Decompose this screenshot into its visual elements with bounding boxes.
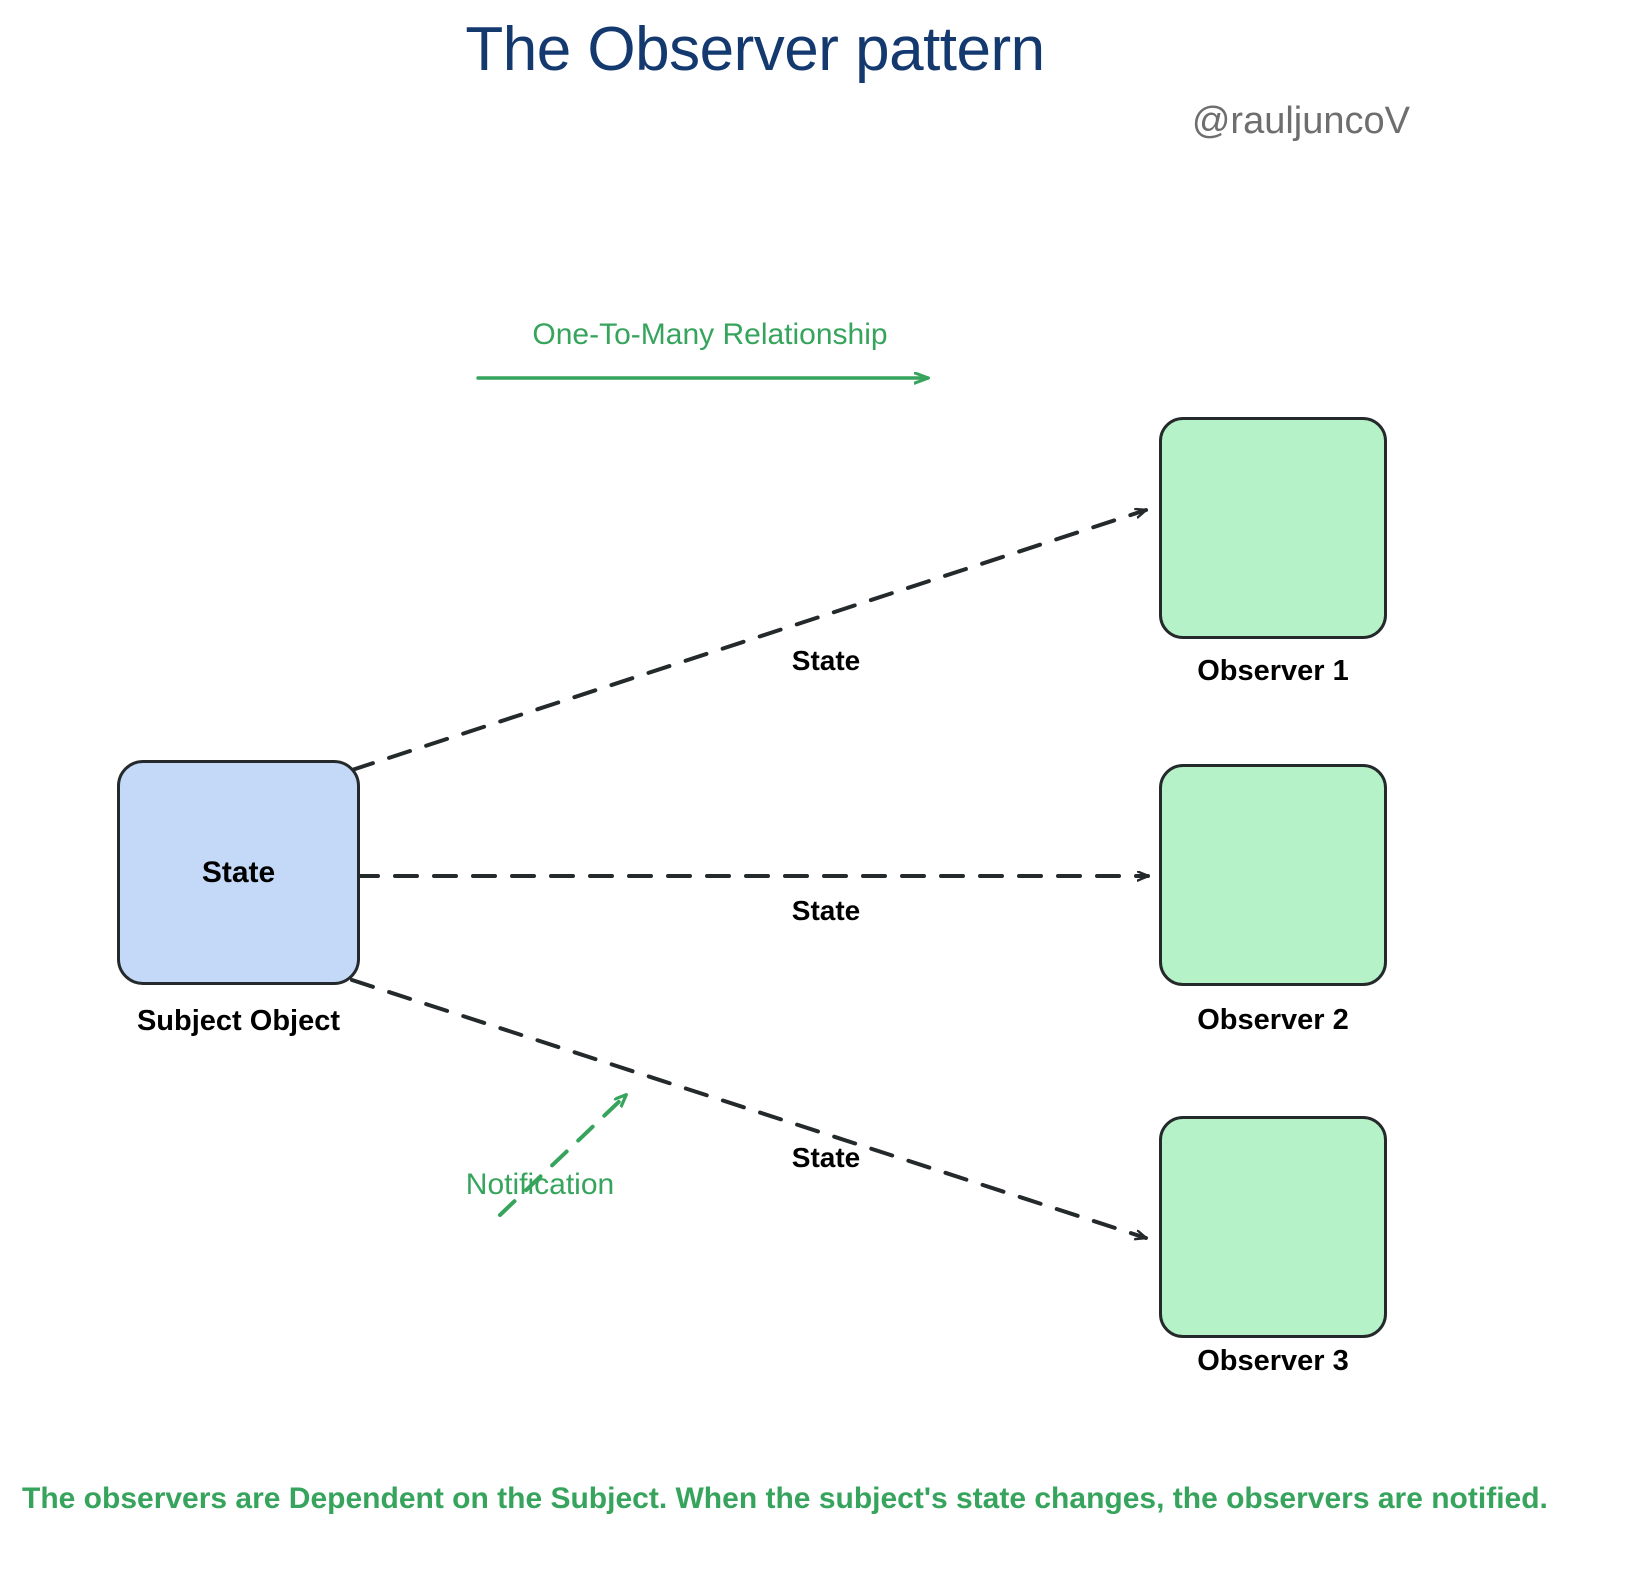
observer-2-caption: Observer 2 [1197, 1004, 1349, 1036]
edge-subject-observer-1 [350, 510, 1148, 772]
edge-label-state-3: State [791, 1142, 861, 1173]
edge-label-state-1: State [791, 645, 861, 676]
footer-note: The observers are Dependent on the Subje… [22, 1482, 1548, 1515]
author-handle: @rauljuncoV [1191, 100, 1410, 142]
notification-label: Notification [465, 1168, 615, 1201]
observer-3-box[interactable] [1159, 1116, 1387, 1338]
subject-object-caption: Subject Object [136, 1005, 341, 1037]
observer-1-box[interactable] [1159, 417, 1387, 639]
observer-3-caption: Observer 3 [1197, 1345, 1349, 1377]
page-title: The Observer pattern [465, 15, 1045, 84]
relationship-label: One-To-Many Relationship [532, 318, 888, 351]
edge-label-state-2: State [791, 895, 861, 926]
observer-1-caption: Observer 1 [1197, 655, 1349, 687]
subject-object-box[interactable]: State [117, 760, 360, 985]
subject-state-label: State [201, 855, 276, 889]
observer-2-box[interactable] [1159, 764, 1387, 986]
